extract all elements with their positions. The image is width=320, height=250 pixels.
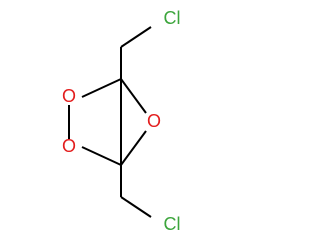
chlorine-atom-top: Cl	[164, 8, 181, 28]
bond-ch2-cl-bottom	[120, 196, 152, 218]
oxygen-atom-lower-left: O	[62, 136, 76, 156]
bond-ch2-cl-top	[120, 26, 152, 48]
bond-o-lower-c2	[81, 146, 122, 166]
oxygen-atom-epoxide: O	[147, 111, 161, 131]
chlorine-atom-bottom: Cl	[164, 214, 181, 234]
structure-canvas: Cl O O O Cl	[61, 7, 181, 234]
bond-c2-o-epoxide	[120, 130, 147, 166]
molecule-diagram: Cl O O O Cl	[62, 8, 181, 234]
oxygen-atom-upper-left: O	[62, 86, 76, 106]
bond-c1-o-epoxide	[120, 78, 147, 114]
bond-c1-o-upper	[81, 78, 122, 98]
